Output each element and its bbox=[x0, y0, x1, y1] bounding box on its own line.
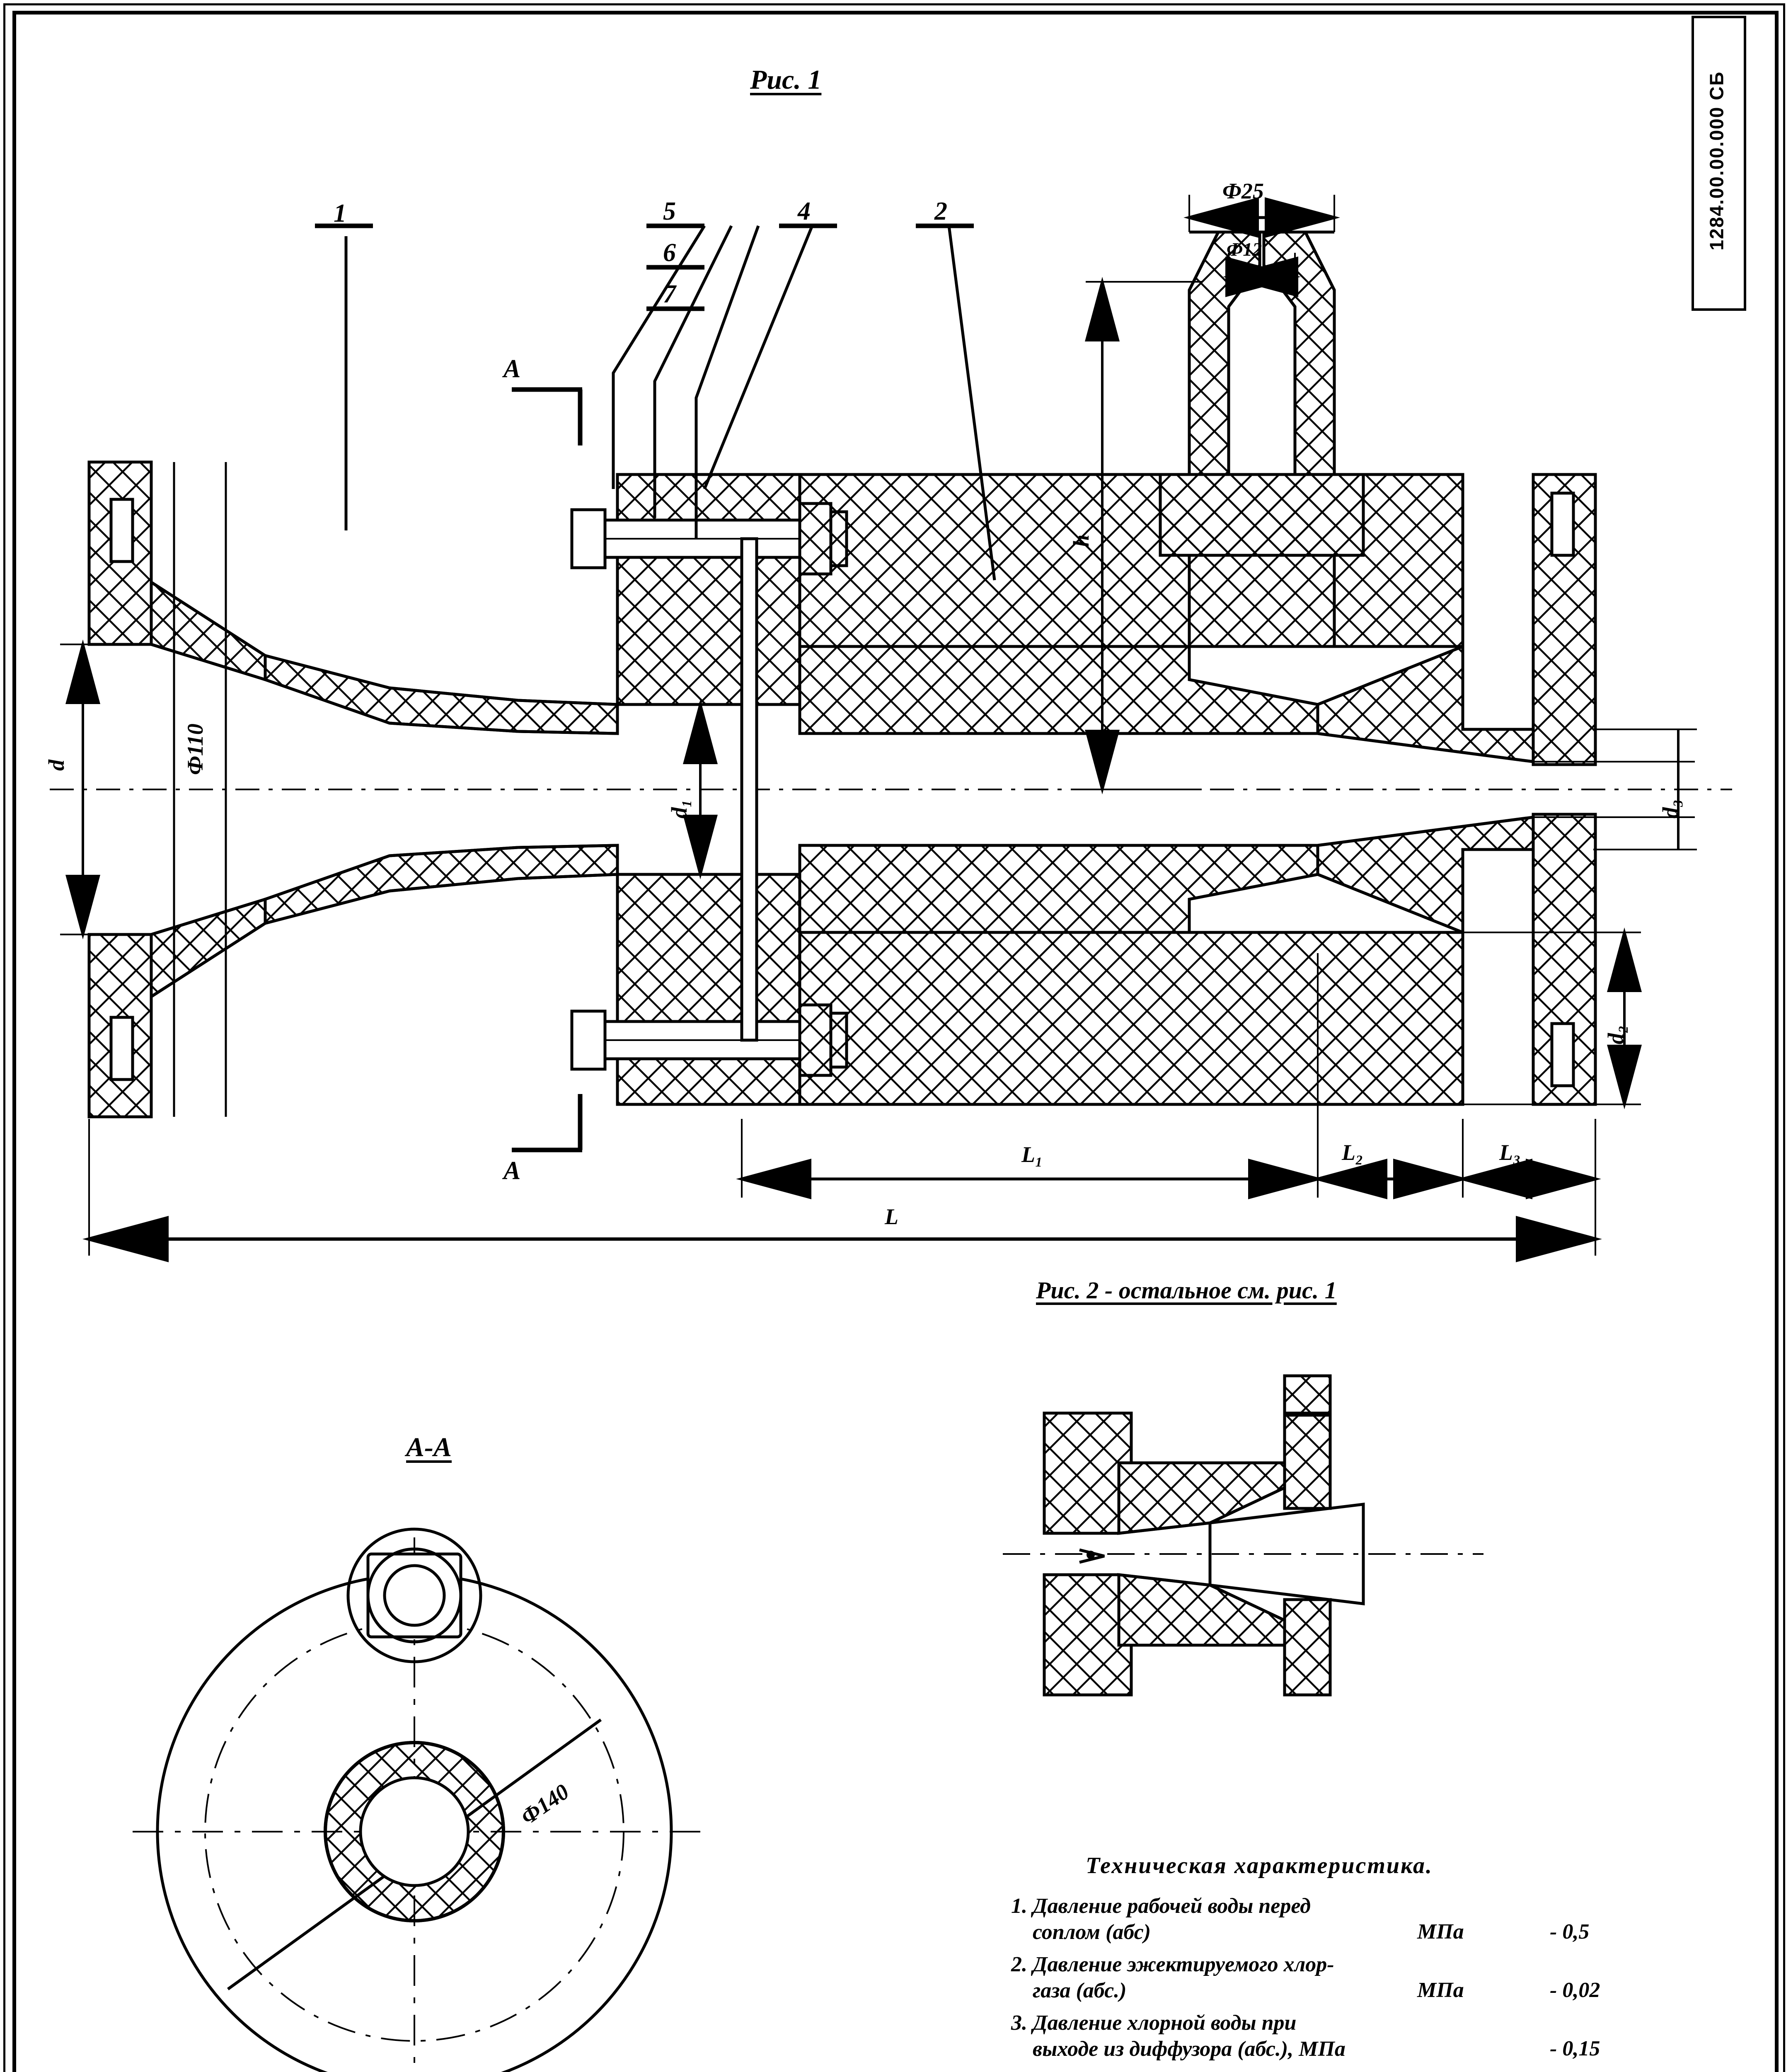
edge-designation-box bbox=[1692, 16, 1746, 311]
callout-5: 5 bbox=[663, 197, 676, 225]
callout-6: 6 bbox=[663, 239, 676, 267]
tech-spec-item-3: 3. Давление хлорной воды при выходе из д… bbox=[1011, 2010, 1740, 2062]
dimension-phi110: Ф110 bbox=[183, 724, 208, 775]
dimension-d3: d₃ bbox=[1658, 799, 1683, 818]
figure-2-detail-view bbox=[1003, 1374, 1483, 1697]
tech-spec-item-1-line2: соплом (абс) bbox=[1033, 1920, 1151, 1944]
tech-spec-item-3-line1: Давление хлорной воды при bbox=[1033, 2011, 1297, 2035]
tech-spec-heading: Техническая характеристика. bbox=[1086, 1853, 1433, 1878]
tech-spec-item-2-no: 2. bbox=[1011, 1952, 1027, 1976]
tech-spec-item-1-no: 1. bbox=[1011, 1894, 1027, 1918]
section-aa-view bbox=[133, 1527, 700, 2072]
figure-2-title: Рис. 2 - остальное см. рис. 1 bbox=[1036, 1276, 1337, 1304]
tech-spec-item-1-line1: Давление рабочей воды перед bbox=[1033, 1894, 1311, 1918]
dimension-L3: L₃ bbox=[1499, 1140, 1521, 1165]
tech-spec-item-2: 2. Давление эжектируемого хлор- газа (аб… bbox=[1011, 1951, 1740, 2004]
tech-spec-item-1-value: - 0,5 bbox=[1550, 1920, 1590, 1944]
tech-spec-item-2-unit: МПа bbox=[1417, 1978, 1464, 2002]
tech-spec-item-3-no: 3. bbox=[1011, 2011, 1027, 2035]
dimension-L2: L₂ bbox=[1342, 1140, 1363, 1165]
callout-1: 1 bbox=[334, 199, 346, 228]
technical-specification-block: Техническая характеристика. 1. Давление … bbox=[1011, 1852, 1740, 2072]
sheet-inner-frame bbox=[12, 11, 1779, 2072]
section-mark-bottom-a: А bbox=[503, 1157, 521, 1185]
dimension-h: h bbox=[1069, 534, 1094, 547]
dimension-phi12: Ф12 bbox=[1227, 239, 1262, 260]
figure-2-title-label: Рис. 2 - остальное см. рис. 1 bbox=[1036, 1277, 1337, 1304]
callout-2: 2 bbox=[934, 197, 947, 225]
sheet-outer-frame bbox=[3, 3, 1785, 2072]
tech-spec-item-1: 1. Давление рабочей воды перед соплом (а… bbox=[1011, 1893, 1740, 1946]
tech-spec-item-3-line2: выходе из диффузора (абс.), МПа bbox=[1033, 2037, 1346, 2061]
tech-spec-item-1-unit: МПа bbox=[1417, 1920, 1464, 1944]
dimension-phi25: Ф25 bbox=[1222, 179, 1264, 203]
main-section-view bbox=[50, 195, 1732, 1262]
tech-spec-item-2-line2: газа (абс.) bbox=[1033, 1979, 1127, 2003]
section-mark-top-a: А bbox=[503, 355, 521, 383]
dimension-L1: L₁ bbox=[1021, 1142, 1043, 1167]
tech-spec-item-2-value: - 0,02 bbox=[1550, 1978, 1600, 2002]
dimension-L: L bbox=[885, 1204, 898, 1229]
dimension-d1: d₁ bbox=[667, 799, 692, 818]
section-aa-title: А-А bbox=[406, 1432, 452, 1462]
callout-4: 4 bbox=[798, 197, 811, 225]
dimension-d2: d₂ bbox=[1603, 1025, 1628, 1044]
tech-spec-item-3-value: - 0,15 bbox=[1550, 2036, 1600, 2060]
tech-spec-item-2-line1: Давление эжектируемого хлор- bbox=[1033, 1952, 1334, 1976]
dimension-d: d bbox=[44, 760, 69, 771]
figure-1-title: Рис. 1 bbox=[750, 65, 822, 95]
callout-7: 7 bbox=[663, 280, 676, 308]
